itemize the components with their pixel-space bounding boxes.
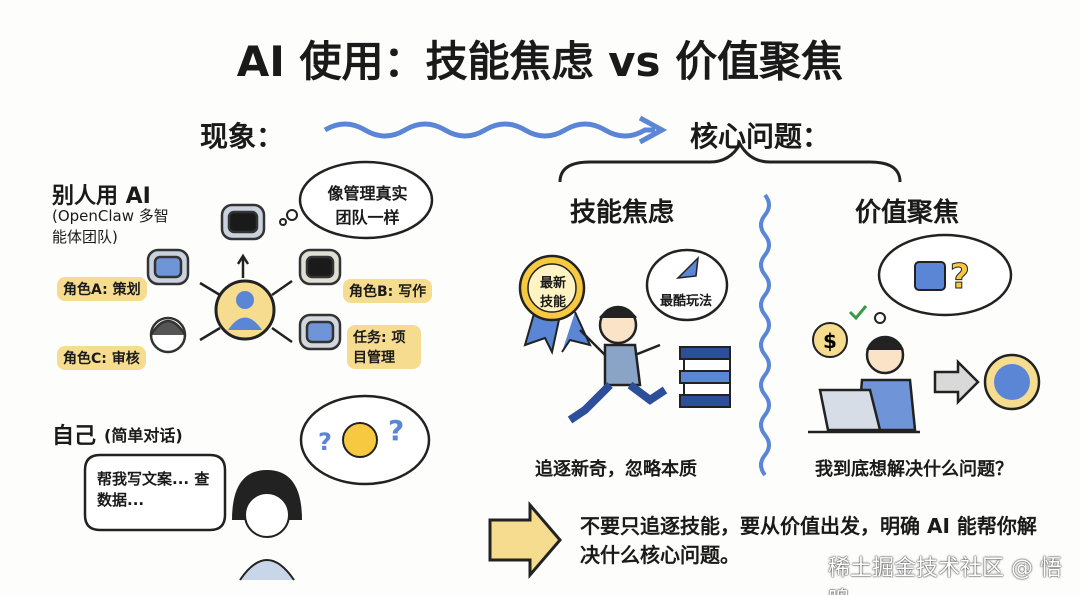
- wavy-arrow: [323, 121, 655, 139]
- puzzle-icon: [914, 261, 946, 291]
- rocket-icon: [675, 255, 699, 279]
- speech-text: 帮我写文案... 查数据...: [97, 470, 210, 509]
- medal-text: 最新技能: [539, 276, 566, 310]
- others-title: 别人用 AI: [52, 184, 151, 209]
- arrows: [199, 253, 293, 344]
- gray-arrow: [933, 358, 980, 406]
- robot-icons: [146, 203, 342, 354]
- team-thought: 像管理真实团队一样: [327, 184, 408, 227]
- watermark: 稀土掘金技术社区 @ 悟鸣: [828, 556, 1062, 595]
- value-caption: 我到底想解决什么问题？: [815, 459, 1013, 480]
- page-title: AI 使用：技能焦虑 vs 价值聚焦: [236, 37, 844, 86]
- others-subtitle: (OpenClaw 多智能体团队): [52, 207, 169, 246]
- svg-text:$: $: [823, 329, 837, 353]
- running-person-icon: [567, 305, 668, 424]
- svg-text:?: ?: [388, 414, 404, 447]
- svg-text:?: ?: [318, 428, 332, 456]
- conclusion-text: 不要只追逐技能，要从价值出发，明确 AI 能帮你解决什么核心问题。: [580, 514, 1037, 567]
- self-subtitle: (简单对话): [104, 426, 183, 445]
- yellow-arrow: [488, 500, 562, 580]
- value-title: 价值聚焦: [855, 198, 960, 228]
- role-a-tag: 角色A: 策划: [57, 277, 147, 301]
- svg-text:?: ?: [950, 257, 970, 297]
- bubble-text: 最酷玩法: [660, 294, 713, 309]
- lightbulb-icon: [812, 322, 848, 358]
- arrow-head: [638, 115, 668, 145]
- speech-bubble: [83, 453, 227, 532]
- books-icon: [679, 346, 731, 408]
- self-title: 自己: [52, 424, 97, 449]
- skill-title: 技能焦虑: [570, 198, 675, 228]
- role-b-tag: 角色B: 写作: [343, 279, 433, 303]
- skill-caption: 追逐新奇，忽略本质: [535, 459, 697, 480]
- task-tag: 任务: 项目管理: [347, 325, 421, 369]
- check-icon: [848, 305, 868, 321]
- divider-wavy: [759, 193, 771, 477]
- core-question-label: 核心问题：: [690, 120, 831, 153]
- brace: [558, 140, 902, 183]
- thought-cloud: [298, 160, 434, 240]
- user-avatar: [214, 279, 276, 341]
- role-c-tag: 角色C: 审核: [57, 346, 146, 370]
- laptop-person-icon: [808, 335, 920, 434]
- phenomenon-label: 现象：: [200, 120, 285, 153]
- rocket-bubble: [645, 248, 729, 322]
